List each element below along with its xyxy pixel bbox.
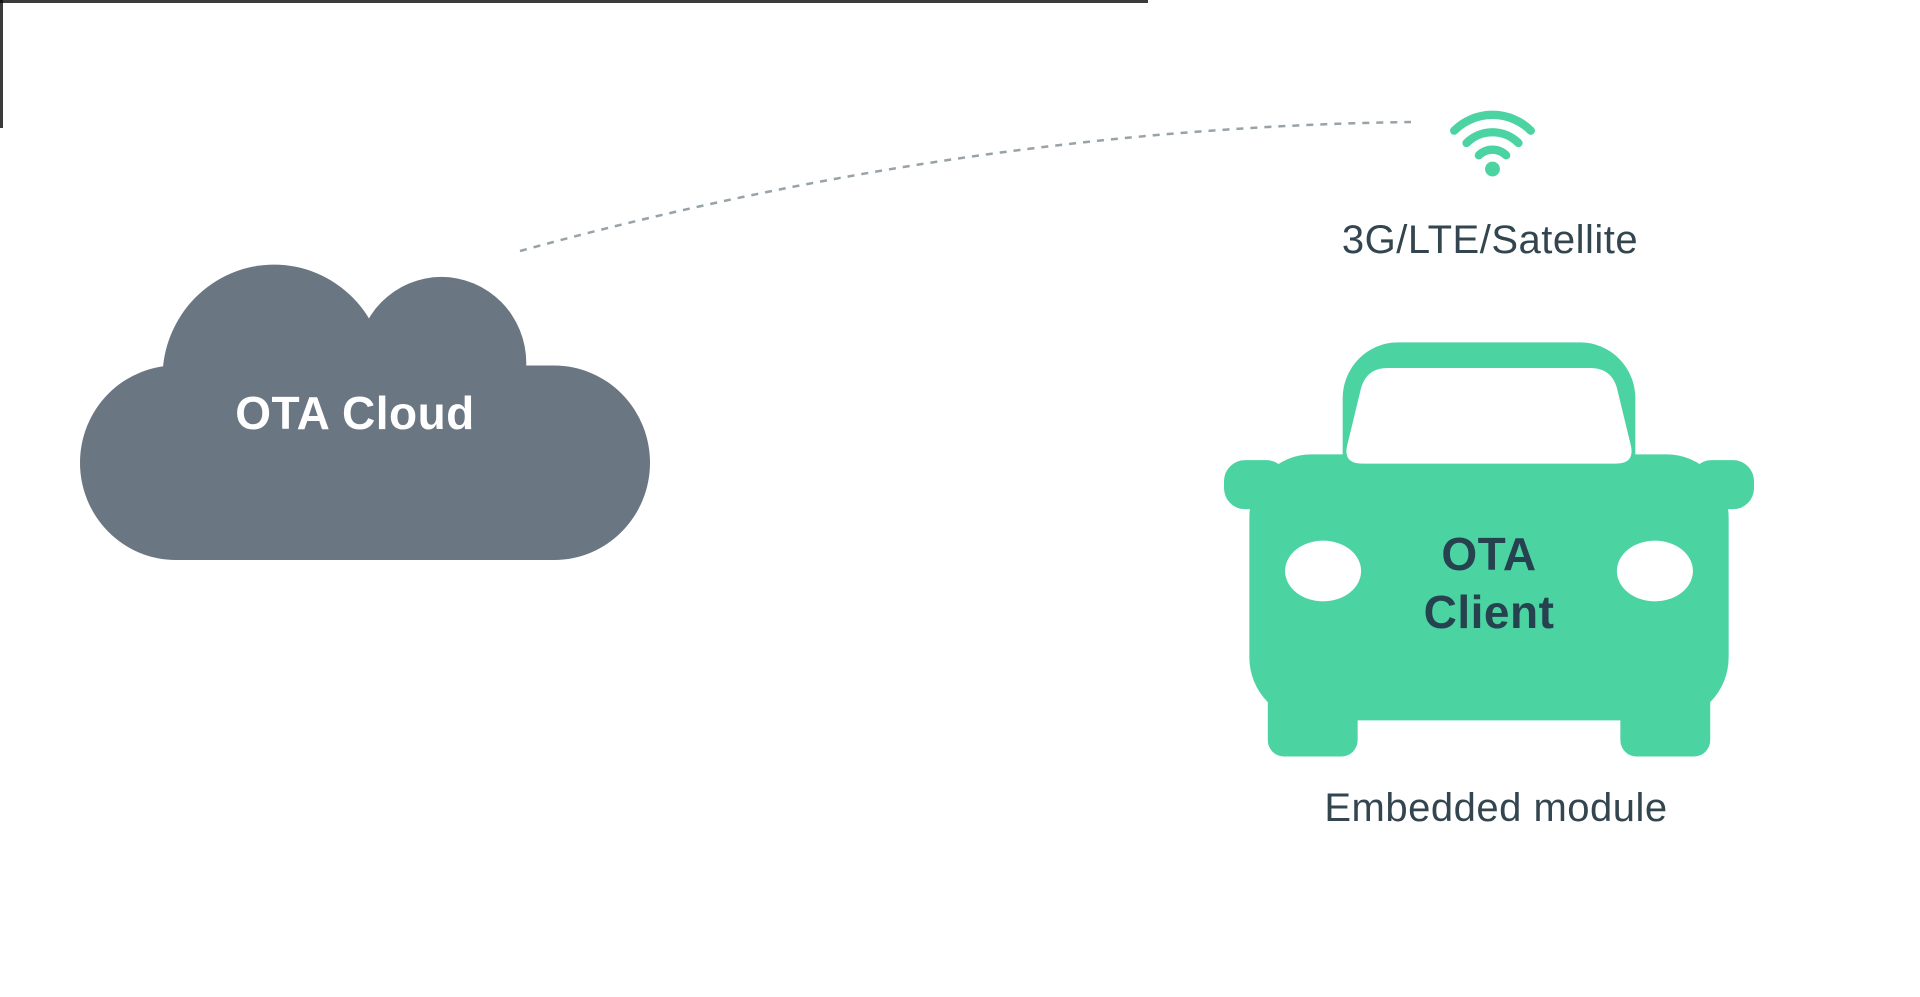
car-label: OTA Client xyxy=(1224,526,1754,641)
car-caption: Embedded module xyxy=(1324,786,1668,830)
wifi-icon xyxy=(1450,110,1535,177)
ota-client-node: OTA Client xyxy=(1224,340,1754,760)
car-label-line1: OTA xyxy=(1441,528,1537,580)
car-label-line2: Client xyxy=(1423,585,1555,638)
network-label: 3G/LTE/Satellite xyxy=(1341,218,1639,262)
car-icon xyxy=(1224,342,1754,757)
cloud-icon xyxy=(80,264,650,560)
ota-cloud-node: OTA Cloud xyxy=(80,240,650,560)
frame-artifact-top xyxy=(0,0,1148,3)
cloud-label: OTA Cloud xyxy=(235,387,475,439)
frame-artifact-left xyxy=(0,0,3,128)
